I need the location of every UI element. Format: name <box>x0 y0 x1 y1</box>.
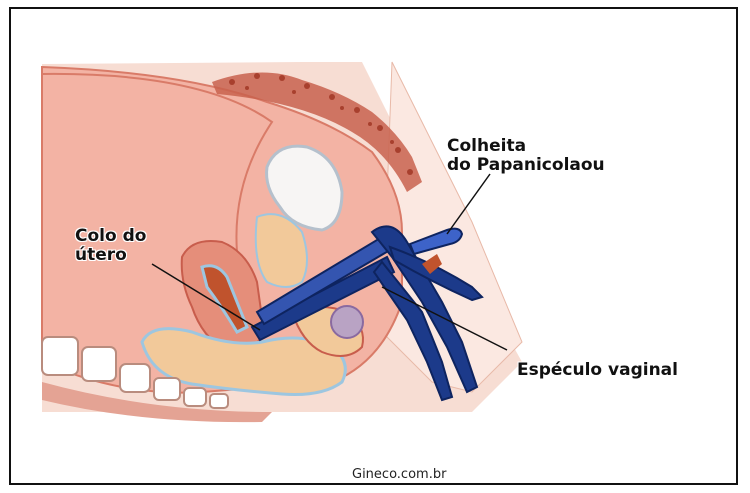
cervix-mass <box>331 306 363 338</box>
label-colo-line1: Colo do <box>75 227 146 246</box>
label-pap-line1: Colheita <box>447 137 526 156</box>
label-colo-line2: útero <box>75 246 127 265</box>
label-especulo: Espéculo vaginal <box>517 361 678 380</box>
figure-frame: Colheita do Papanicolaou Colo do útero E… <box>9 7 738 485</box>
label-pap-line2: do Papanicolaou <box>447 156 605 175</box>
credit-text: Gineco.com.br <box>352 467 446 482</box>
